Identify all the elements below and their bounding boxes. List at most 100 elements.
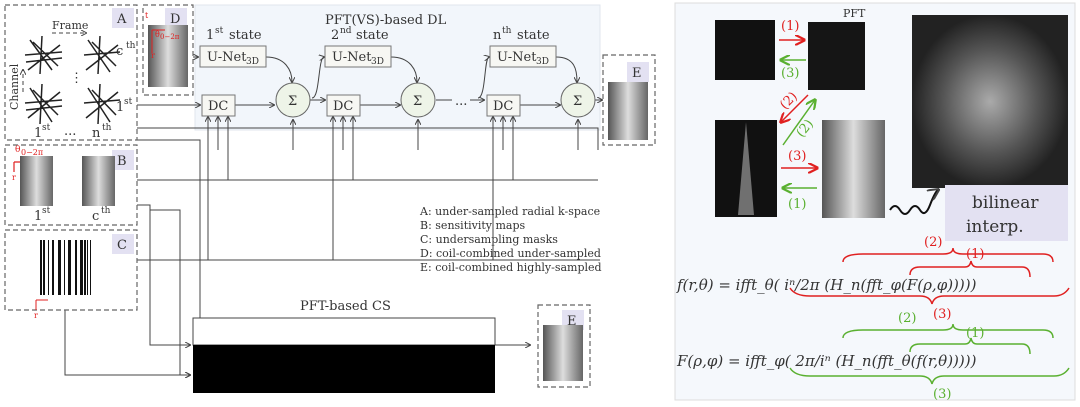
label: st <box>124 97 133 107</box>
kspace-image <box>715 20 775 80</box>
label: th <box>126 41 136 51</box>
box-d-undersampled: D t θ 0−2π r <box>142 4 194 96</box>
unet-block <box>199 45 267 68</box>
unet-block <box>324 45 392 68</box>
mask-line <box>40 240 42 295</box>
label: st <box>215 26 224 36</box>
legend: A: under-sampled radial k-space B: sensi… <box>419 205 602 274</box>
label: Σ <box>573 94 582 109</box>
label: D: coil-combined under-sampled <box>420 247 601 260</box>
label: state <box>229 28 262 43</box>
box-c-undersampling-masks: C r <box>4 229 138 320</box>
sensitivity-map-1 <box>20 156 53 206</box>
label: θ <box>15 145 20 155</box>
label: C <box>117 238 127 253</box>
label: n <box>493 28 502 43</box>
label: r <box>12 173 16 182</box>
label: (1) <box>788 197 806 212</box>
label: c <box>116 44 123 59</box>
polar-image <box>822 120 885 218</box>
label: (3) <box>788 149 806 164</box>
label: c <box>92 209 99 224</box>
label: A: under-sampled radial k-space <box>419 205 600 218</box>
label: state <box>517 28 550 43</box>
label: state <box>356 28 389 43</box>
label: n <box>92 126 101 141</box>
label: (2) <box>924 235 942 250</box>
mask-line <box>58 240 61 295</box>
mask-line <box>87 240 88 295</box>
label: DC <box>333 99 353 114</box>
cs-title: PFT-based CS <box>300 299 391 314</box>
mask-image <box>40 240 92 295</box>
label: Σ <box>413 94 422 109</box>
label: th <box>102 123 112 133</box>
mask-line <box>52 240 54 295</box>
label: A <box>116 12 127 27</box>
label: interp. <box>966 217 1024 237</box>
dc-block <box>326 94 361 117</box>
sum-node <box>400 82 436 118</box>
label: Channel <box>8 63 21 110</box>
label: D <box>170 12 180 27</box>
mask-line <box>64 240 65 295</box>
mask-line <box>68 240 71 295</box>
unet-block <box>489 45 557 68</box>
ellipsis: ... <box>455 94 467 109</box>
label: th <box>502 26 512 36</box>
equation-forward: f(r,θ) = ifft_θ( iⁿ/2π (H_n(fft_φ(F(ρ,φ)… <box>676 276 977 294</box>
label: r <box>34 311 38 320</box>
label: U-Net <box>497 50 537 65</box>
sensitivity-map-c <box>82 156 115 206</box>
cs-output-image <box>543 325 583 381</box>
mask-line <box>48 240 49 295</box>
label: st <box>42 123 51 133</box>
label: bilinear <box>972 193 1039 213</box>
equation-inverse: F(ρ,φ) = ifft_φ( 2π/iⁿ (H_n(fft_θ(f(r,θ)… <box>676 352 977 370</box>
label: U-Net <box>207 50 247 65</box>
dl-title: PFT(VS)-based DL <box>325 13 447 28</box>
label: 1 <box>34 126 42 141</box>
label: t <box>145 11 149 20</box>
dc-block <box>201 94 236 117</box>
label: 3D <box>246 57 259 67</box>
sum-node <box>275 82 311 118</box>
label: 0−2π <box>21 148 43 157</box>
label: 1 <box>116 100 124 115</box>
undersampled-image <box>148 25 188 87</box>
label: C: undersampling masks <box>420 233 558 246</box>
mask-line <box>80 240 83 295</box>
label: 3D <box>371 57 384 67</box>
label: 0−2π <box>160 33 180 41</box>
label: nd <box>340 26 352 36</box>
label: E: coil-combined highly-sampled <box>420 261 602 274</box>
radial-spokes <box>24 35 121 125</box>
label: B <box>117 154 127 169</box>
label: U-Net <box>332 50 372 65</box>
dc-block <box>486 94 521 117</box>
label: ⋮ <box>70 71 83 86</box>
label: E <box>632 66 642 81</box>
sum-node <box>560 82 596 118</box>
connection-lines <box>64 57 602 375</box>
label: (1) <box>781 19 799 34</box>
label: st <box>42 206 51 216</box>
label: 3D <box>536 57 549 67</box>
label: (1) <box>966 247 984 262</box>
label: θ <box>155 30 160 39</box>
box-e-output: E <box>602 54 656 146</box>
mask-line <box>84 240 86 295</box>
label: r <box>151 51 155 60</box>
pft-panel: PFT bilinear interp. (1) (3) (2) (2) (3)… <box>674 2 1076 402</box>
label: (3) <box>933 307 951 322</box>
label: PFT <box>843 7 866 20</box>
mask-line <box>43 240 45 295</box>
cardiac-image <box>912 15 1068 188</box>
label: ... <box>64 124 76 139</box>
label: DC <box>493 99 513 114</box>
